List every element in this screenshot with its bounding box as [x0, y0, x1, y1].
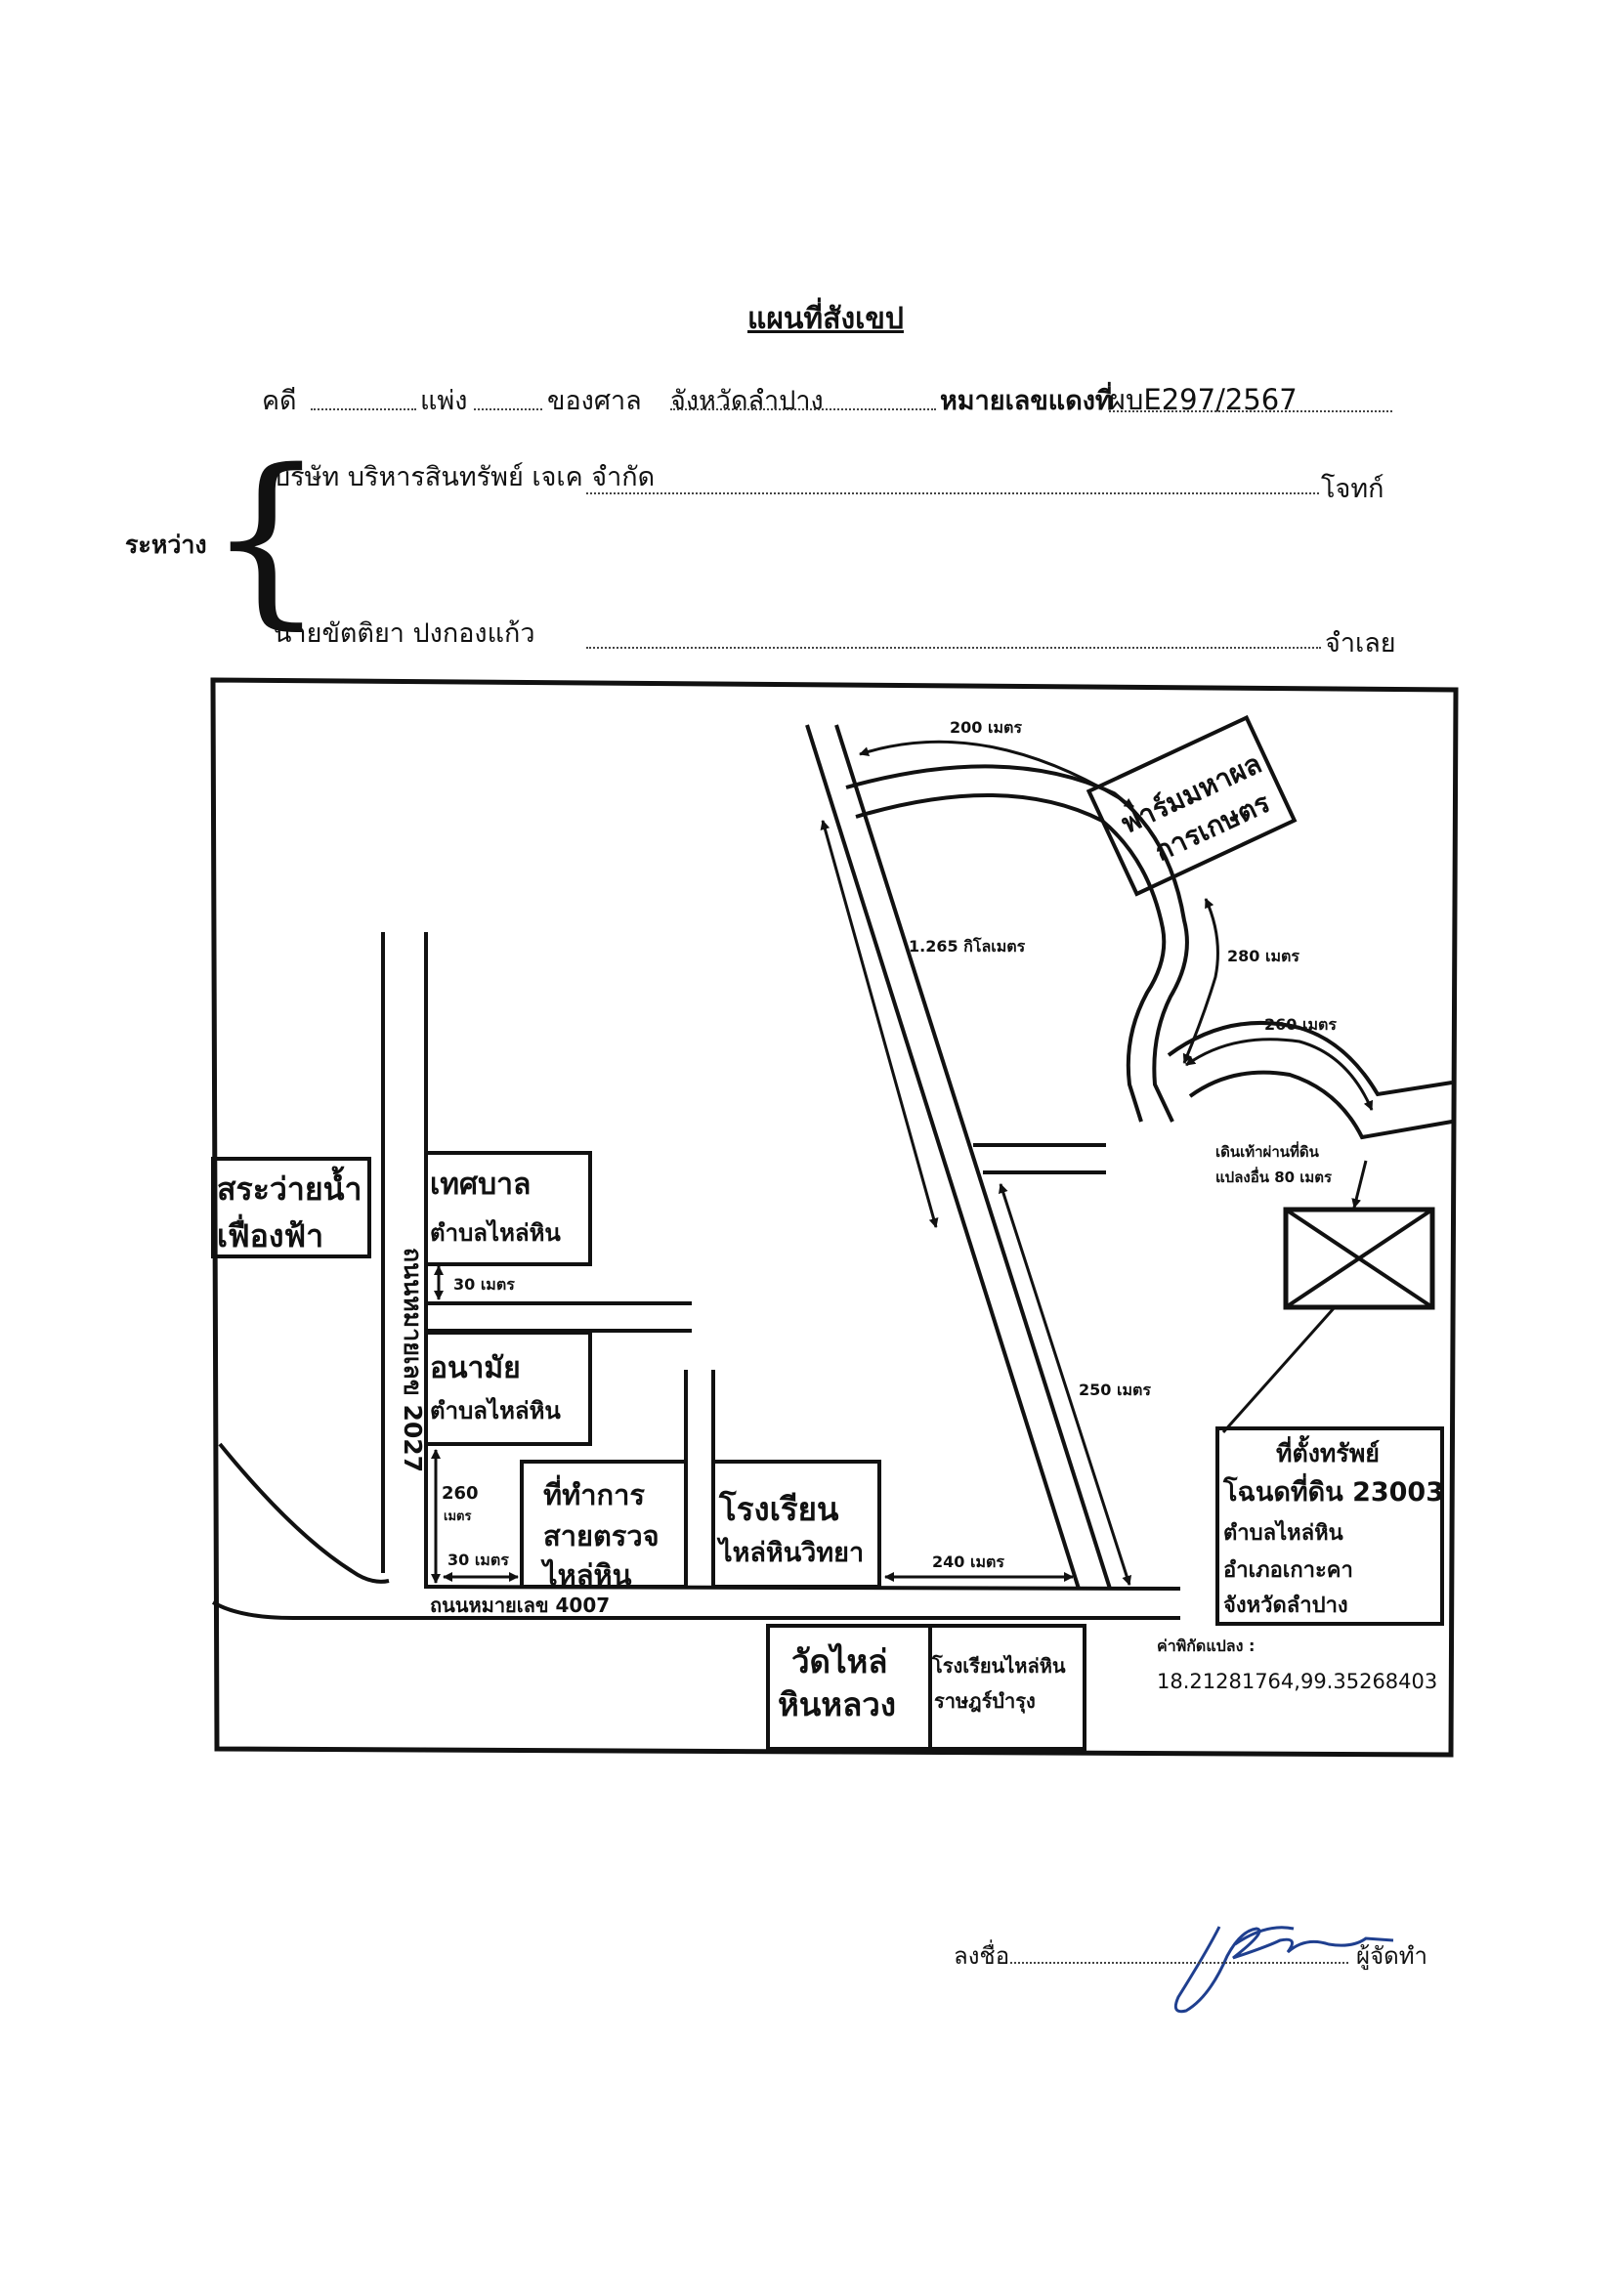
arrow-260a	[1185, 1038, 1374, 1111]
distance-30b: 30 เมตร	[447, 1551, 509, 1569]
plaintiff-role: โจทก์	[1321, 474, 1384, 504]
distance-250: 250 เมตร	[1079, 1381, 1151, 1399]
coords-value: 18.21281764,99.35268403	[1157, 1670, 1437, 1693]
distance-260b-num: 260	[442, 1483, 479, 1504]
pool-label-1: สระว่ายน้ำ	[217, 1166, 362, 1208]
school-label-1: โรงเรียน	[718, 1490, 839, 1528]
arrow-200	[859, 740, 1134, 809]
case-type-dots	[474, 408, 542, 410]
property-cross	[1284, 1208, 1434, 1309]
coords-label: ค่าพิกัดแปลง :	[1157, 1637, 1255, 1655]
property-subdistrict: ตำบลไหล่หิน	[1223, 1519, 1343, 1546]
police-label-2: สายตรวจ	[543, 1519, 660, 1552]
municipality-label-1: เทศบาล	[430, 1168, 531, 1202]
plaintiff-dots	[586, 492, 1319, 494]
municipality-label-2: ตำบลไหล่หิน	[430, 1218, 561, 1247]
sign-dots	[1010, 1962, 1348, 1964]
distance-260b-unit: เมตร	[444, 1509, 471, 1524]
farm-box	[1086, 714, 1298, 897]
school2-label-2: ราษฎร์บำรุง	[934, 1689, 1036, 1714]
municipality-box	[424, 1151, 592, 1266]
road-4007-edge-bottom	[211, 1600, 1180, 1620]
property-callout-line	[1221, 1306, 1337, 1433]
distance-240: 240 เมตร	[932, 1552, 1004, 1571]
distance-260a: 260 เมตร	[1264, 1015, 1337, 1034]
red-case-label: หมายเลขแดงที่	[940, 386, 1113, 416]
diagonal-road-left	[805, 724, 1081, 1590]
health-label-2: ตำบลไหล่หิน	[430, 1396, 561, 1424]
court-dots	[670, 408, 936, 410]
sign-role: ผู้จัดทำ	[1356, 1942, 1428, 1970]
property-district: อำเภอเกาะคา	[1223, 1558, 1353, 1583]
defendant-name: นายขัตติยา ปงกองแก้ว	[274, 618, 535, 649]
court-label: ของศาล	[547, 386, 642, 416]
red-case-dots	[1109, 410, 1392, 412]
diagonal-road-right	[834, 724, 1112, 1590]
road-4007-curve	[218, 1442, 390, 1584]
temple-label-2: หินหลวง	[778, 1685, 896, 1723]
school2-box	[928, 1624, 1086, 1751]
distance-280: 280 เมตร	[1227, 947, 1299, 965]
property-box	[1283, 1207, 1435, 1310]
defendant-role: จำเลย	[1325, 628, 1396, 659]
road-4007-label: ถนนหมายเลข 4007	[430, 1594, 610, 1617]
temple-label-1: วัดไหล่	[791, 1642, 888, 1680]
arrow-280	[1182, 898, 1219, 1064]
police-label-1: ที่ทำการ	[543, 1474, 645, 1511]
east-lane-bottom	[1188, 1070, 1453, 1140]
arrow-1265	[820, 820, 939, 1228]
health-label-1: อนามัย	[430, 1351, 521, 1385]
police-box	[520, 1460, 688, 1589]
distance-1265: 1.265 กิโลเมตร	[909, 936, 1026, 956]
plaintiff-name: บริษัท บริหารสินทรัพย์ เจเค จำกัด	[274, 462, 656, 492]
case-type: แพ่ง	[420, 386, 468, 416]
school-box	[711, 1460, 881, 1589]
map-frame	[210, 677, 1459, 1758]
property-label-box	[1215, 1426, 1444, 1626]
pool-box	[211, 1157, 371, 1258]
between-label: ระหว่าง	[125, 531, 207, 559]
police-label-3: ไหล่หิน	[540, 1558, 632, 1592]
school-label-2: ไหล่หินวิทยา	[716, 1537, 864, 1568]
distance-30a: 30 เมตร	[453, 1275, 515, 1294]
walk-label-1: เดินเท้าผ่านที่ดิน	[1215, 1141, 1320, 1161]
school2-label-1: โรงเรียนไหล่หิน	[931, 1654, 1066, 1678]
pool-label-2: เฟื่องฟ้า	[217, 1213, 323, 1254]
case-label: คดี	[262, 386, 297, 416]
property-province: จังหวัดลำปาง	[1223, 1594, 1348, 1618]
distance-200: 200 เมตร	[950, 718, 1022, 737]
signature-scribble	[1173, 1926, 1394, 2014]
arrow-walk	[1351, 1160, 1368, 1209]
curve-road-inner	[855, 792, 1167, 1123]
road-2027-label: ถนนหมายเลข 2027	[399, 1248, 427, 1472]
arrow-250	[998, 1183, 1132, 1586]
defendant-dots	[586, 647, 1321, 649]
health-box	[424, 1331, 592, 1446]
court-name: จังหวัดลำปาง	[670, 386, 824, 416]
curly-brace: {	[207, 430, 325, 646]
property-deed: โฉนดที่ดิน 23003	[1222, 1472, 1444, 1508]
case-dots	[311, 408, 416, 410]
sign-label: ลงชื่อ	[954, 1942, 1010, 1970]
property-title: ที่ตั้งทรัพย์	[1276, 1434, 1380, 1467]
page-title: แผนที่สังเขป	[747, 302, 904, 336]
walk-label-2: แปลงอื่น 80 เมตร	[1215, 1167, 1333, 1186]
